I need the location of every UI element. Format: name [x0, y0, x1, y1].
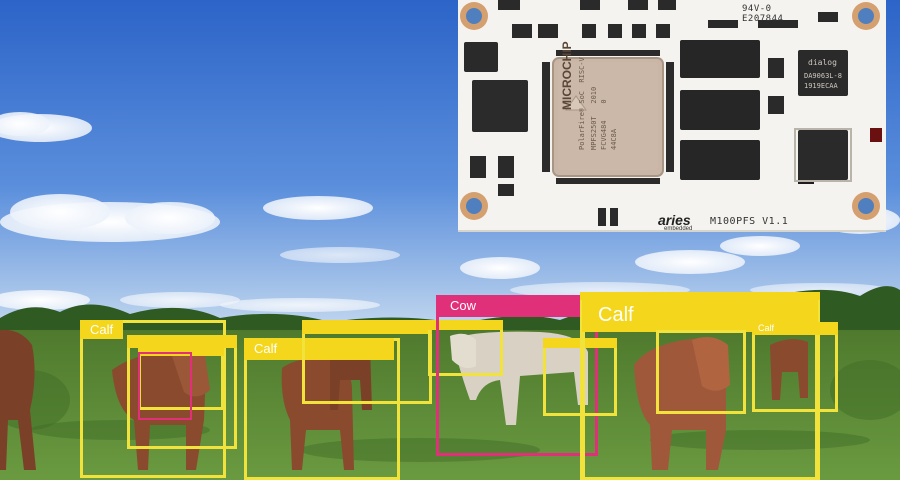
pcb-photo-inset: 94V-0 E207844 aries embedded M100PFS V1.… [458, 0, 886, 232]
detection-label: Calf [80, 320, 124, 339]
pmic-chip [798, 50, 848, 96]
cert-text-e207844: E207844 [742, 14, 784, 24]
soc-marking-1: PolarFire® SoC RISC-V [578, 57, 586, 150]
detection-label: Cow [436, 295, 596, 317]
mounting-hole-top-left [460, 2, 488, 30]
pcb-board [458, 0, 886, 230]
cow-white-head [450, 333, 476, 368]
pmic-marking-1: DA9063L-8 [804, 72, 842, 80]
detection-label: Calf [582, 300, 818, 332]
detection-box-calf [428, 320, 503, 376]
calf-right-head [692, 336, 730, 391]
ddr-chips [680, 40, 760, 180]
detection-label [302, 320, 432, 334]
soc-marking-2: MPFS250T 2010 [590, 86, 598, 150]
small-components [470, 0, 882, 226]
qfn-pads [794, 128, 852, 182]
mounting-hole-bottom-left [460, 192, 488, 220]
detection-box-calf [127, 335, 237, 449]
cow-white [452, 331, 588, 425]
detection-label [580, 292, 820, 300]
microchip-logo [565, 95, 587, 111]
mounting-hole-bottom-right [852, 192, 880, 220]
detection-label [127, 335, 237, 348]
detection-box-cow [138, 352, 192, 420]
cert-text-94v0: 94V-0 [742, 4, 772, 14]
pmic-marking-2: 1919ECAA [804, 82, 838, 90]
detection-box-calf: Calf [582, 300, 818, 480]
clouds [0, 112, 900, 312]
detection-box-calf: Calf [244, 338, 400, 480]
soc-brand: MICROCHIP [560, 41, 574, 110]
detection-label: Calf [752, 322, 838, 335]
soc-die [558, 62, 658, 170]
soc-pads [542, 50, 674, 184]
detection-box-calf [302, 320, 432, 404]
aries-brand: aries [658, 212, 691, 228]
calf-far-right [770, 339, 808, 400]
aries-logo: aries [658, 212, 691, 228]
eth-phy-chip [798, 130, 848, 180]
detection-box-cow: Cow [436, 295, 598, 456]
detection-box-calf [656, 330, 746, 414]
detection-box-calf: Calf [752, 322, 838, 412]
mounting-hole-top-right [852, 2, 880, 30]
detection-label [428, 320, 503, 330]
detection-label: Calf [244, 338, 394, 360]
aries-sub: embedded [664, 226, 693, 232]
detection-box-calf: Calf [80, 320, 226, 478]
board-model: M100PFS V1.1 [710, 216, 789, 227]
detection-label [138, 346, 224, 356]
pmic-brand: dialog [808, 58, 837, 67]
soc-marking-4: 44C8A [610, 128, 618, 150]
memory-chip-left [472, 80, 528, 132]
memory-chip-left-top [464, 42, 498, 72]
cow-left-edge [0, 329, 36, 470]
soc-marking-3: FCVG484 0 [600, 99, 608, 150]
